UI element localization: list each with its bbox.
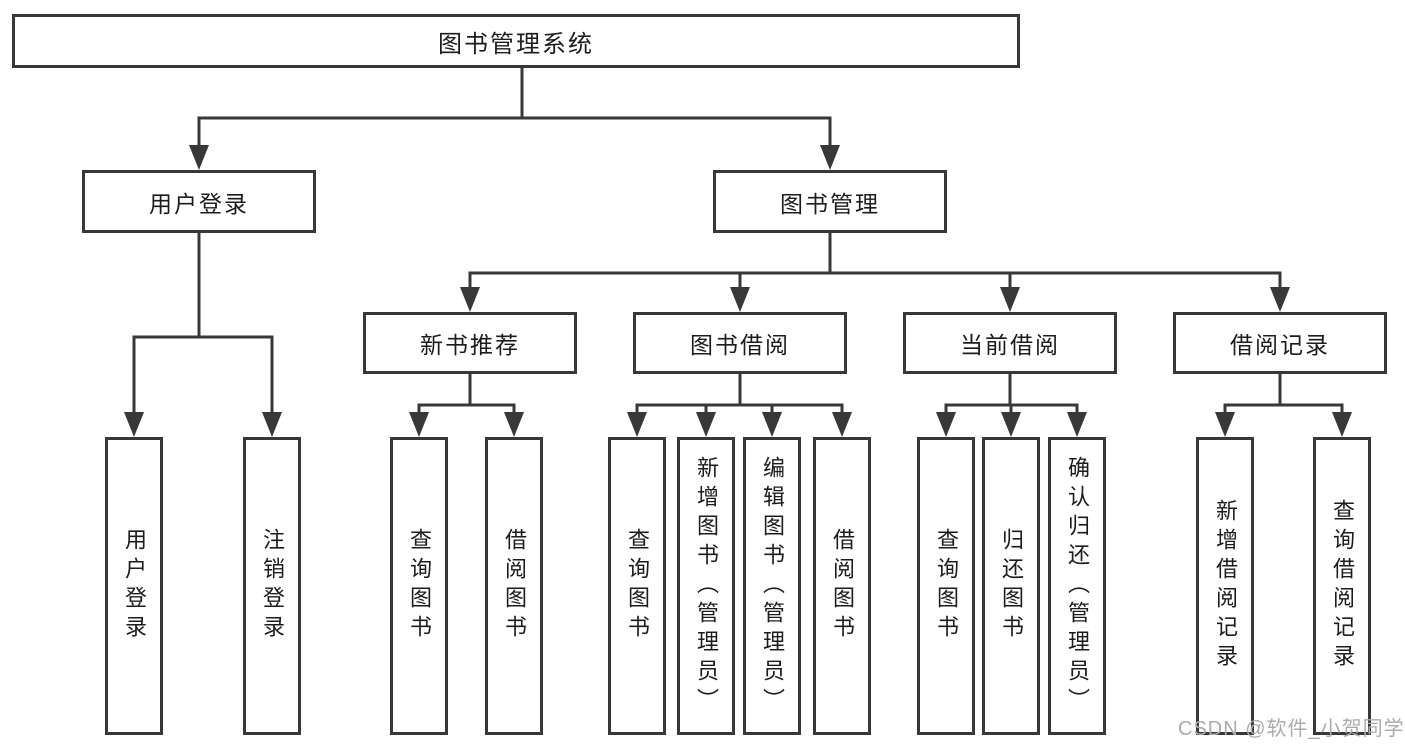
node-borrowing-add-books-admin: 新增图书（管理员） [677, 437, 735, 735]
node-current-borrowing: 当前借阅 [903, 312, 1117, 374]
node-borrowing-add-books-admin-label: 新增图书（管理员） [694, 455, 719, 717]
node-leaf-user-login-label: 用户登录 [122, 528, 147, 644]
node-current-confirm-return-admin: 确认归还（管理员） [1048, 437, 1106, 735]
node-borrowing-edit-books-admin-label: 编辑图书（管理员） [760, 455, 785, 717]
node-current-return-books-label: 归还图书 [999, 528, 1024, 644]
node-user-login: 用户登录 [82, 170, 316, 233]
node-borrowing-edit-books-admin: 编辑图书（管理员） [743, 437, 801, 735]
node-borrowing-query-books: 查询图书 [608, 437, 666, 735]
node-borrowing-query-books-label: 查询图书 [625, 528, 650, 644]
node-current-borrowing-label: 当前借阅 [960, 332, 1060, 358]
node-current-query-books-label: 查询图书 [934, 528, 959, 644]
node-current-confirm-return-admin-label: 确认归还（管理员） [1065, 455, 1090, 717]
node-book-management-label: 图书管理 [780, 190, 880, 217]
node-leaf-logout-label: 注销登录 [260, 528, 285, 644]
node-current-query-books: 查询图书 [917, 437, 975, 735]
node-newbook-borrow-books: 借阅图书 [485, 437, 543, 735]
node-records-add-borrow-record-label: 新增借阅记录 [1213, 499, 1238, 673]
node-borrowing-records-label: 借阅记录 [1230, 332, 1330, 358]
node-user-login-label: 用户登录 [149, 190, 249, 217]
node-book-management: 图书管理 [713, 170, 947, 233]
node-newbook-borrow-books-label: 借阅图书 [502, 528, 527, 644]
node-leaf-user-login: 用户登录 [105, 437, 163, 735]
node-records-query-borrow-record-label: 查询借阅记录 [1330, 499, 1355, 673]
node-borrowing-borrow-books: 借阅图书 [813, 437, 871, 735]
node-newbook-query-books-label: 查询图书 [407, 528, 432, 644]
node-newbook-query-books: 查询图书 [390, 437, 448, 735]
node-new-book-recommendation-label: 新书推荐 [420, 332, 520, 358]
watermark: CSDN @软件_小贺同学 [1178, 712, 1405, 741]
node-current-return-books: 归还图书 [982, 437, 1040, 735]
node-book-borrowing: 图书借阅 [633, 312, 847, 374]
node-book-borrowing-label: 图书借阅 [690, 332, 790, 358]
watermark-text: CSDN @软件_小贺同学 [1178, 718, 1405, 740]
node-library-management-system: 图书管理系统 [12, 14, 1020, 68]
node-leaf-logout: 注销登录 [243, 437, 301, 735]
node-library-management-system-label: 图书管理系统 [438, 30, 594, 58]
node-borrowing-borrow-books-label: 借阅图书 [830, 528, 855, 644]
node-borrowing-records: 借阅记录 [1173, 312, 1387, 374]
node-records-add-borrow-record: 新增借阅记录 [1196, 437, 1254, 735]
node-records-query-borrow-record: 查询借阅记录 [1313, 437, 1371, 735]
node-new-book-recommendation: 新书推荐 [363, 312, 577, 374]
